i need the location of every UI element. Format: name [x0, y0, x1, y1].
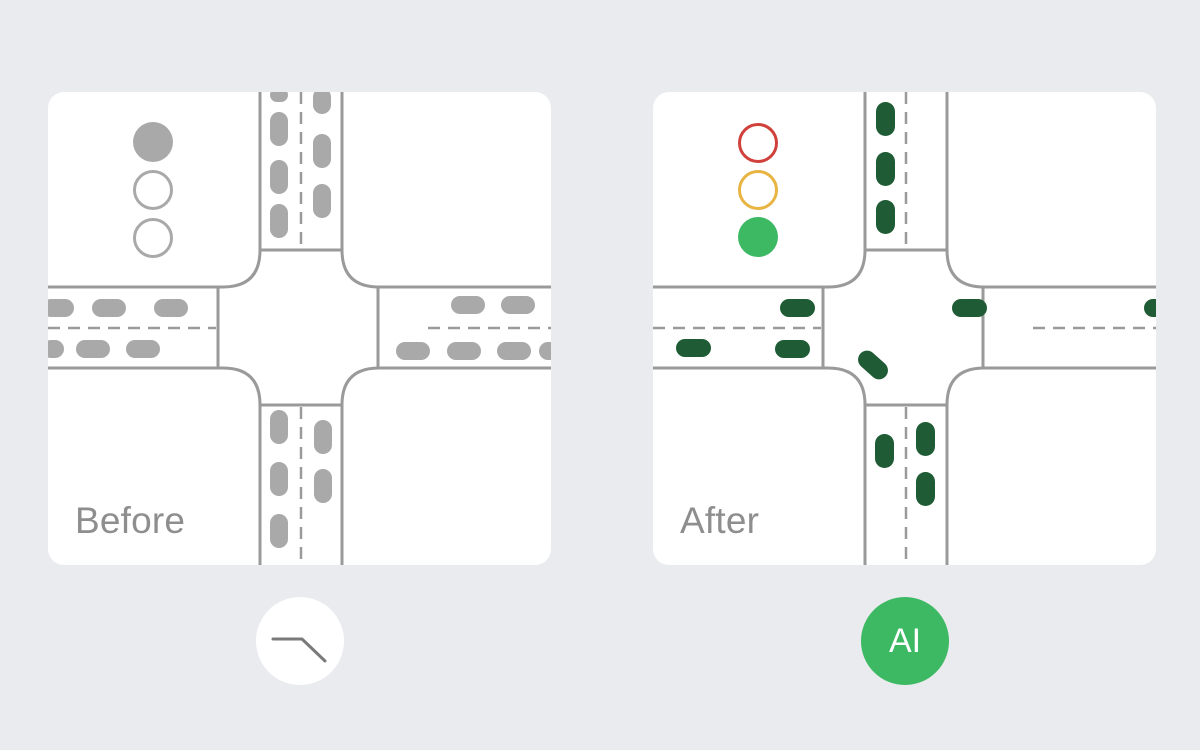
car [270, 92, 288, 102]
before-intersection-diagram [48, 92, 551, 565]
car [780, 299, 815, 317]
signal-light-red [738, 123, 778, 163]
car [539, 342, 551, 360]
car [875, 434, 894, 468]
panel-label-after: After [680, 500, 760, 541]
road-edge [945, 366, 1156, 565]
car [916, 422, 935, 456]
signal-light-green [738, 217, 778, 257]
car [916, 472, 935, 506]
car [154, 299, 188, 317]
after-intersection-diagram [653, 92, 1156, 565]
panel-label-before: Before [75, 500, 186, 541]
road-edge [340, 92, 551, 289]
car [270, 160, 288, 194]
car [48, 340, 64, 358]
car [952, 299, 987, 317]
car [270, 410, 288, 444]
car [270, 462, 288, 496]
car [876, 152, 895, 186]
car [313, 184, 331, 218]
car [313, 92, 331, 114]
car [497, 342, 531, 360]
car [270, 204, 288, 238]
car [270, 112, 288, 146]
road-edge [653, 92, 867, 289]
road-edge [945, 92, 1156, 289]
road-edge [48, 366, 262, 565]
signal-light-top [133, 122, 173, 162]
car [313, 134, 331, 168]
car [501, 296, 535, 314]
ai-badge: AI [861, 597, 949, 685]
manual-timing-badge [256, 597, 344, 685]
after-panel: After [653, 92, 1156, 565]
car [858, 350, 888, 380]
before-panel: Before [48, 92, 551, 565]
car [447, 342, 481, 360]
bent-line-icon [271, 637, 327, 663]
car [451, 296, 485, 314]
car [1144, 299, 1156, 317]
road-edge [340, 366, 551, 565]
car [775, 340, 810, 358]
road-edge [48, 92, 262, 289]
car [48, 299, 74, 317]
car [876, 200, 895, 234]
car [92, 299, 126, 317]
car [76, 340, 110, 358]
signal-light-middle [133, 170, 173, 210]
signal-light-yellow [738, 170, 778, 210]
car [314, 420, 332, 454]
car [396, 342, 430, 360]
car [270, 514, 288, 548]
car [314, 469, 332, 503]
car [876, 102, 895, 136]
car [126, 340, 160, 358]
car [676, 339, 711, 357]
signal-light-bottom [133, 218, 173, 258]
road-edge [653, 366, 867, 565]
ai-badge-text: AI [888, 621, 922, 660]
